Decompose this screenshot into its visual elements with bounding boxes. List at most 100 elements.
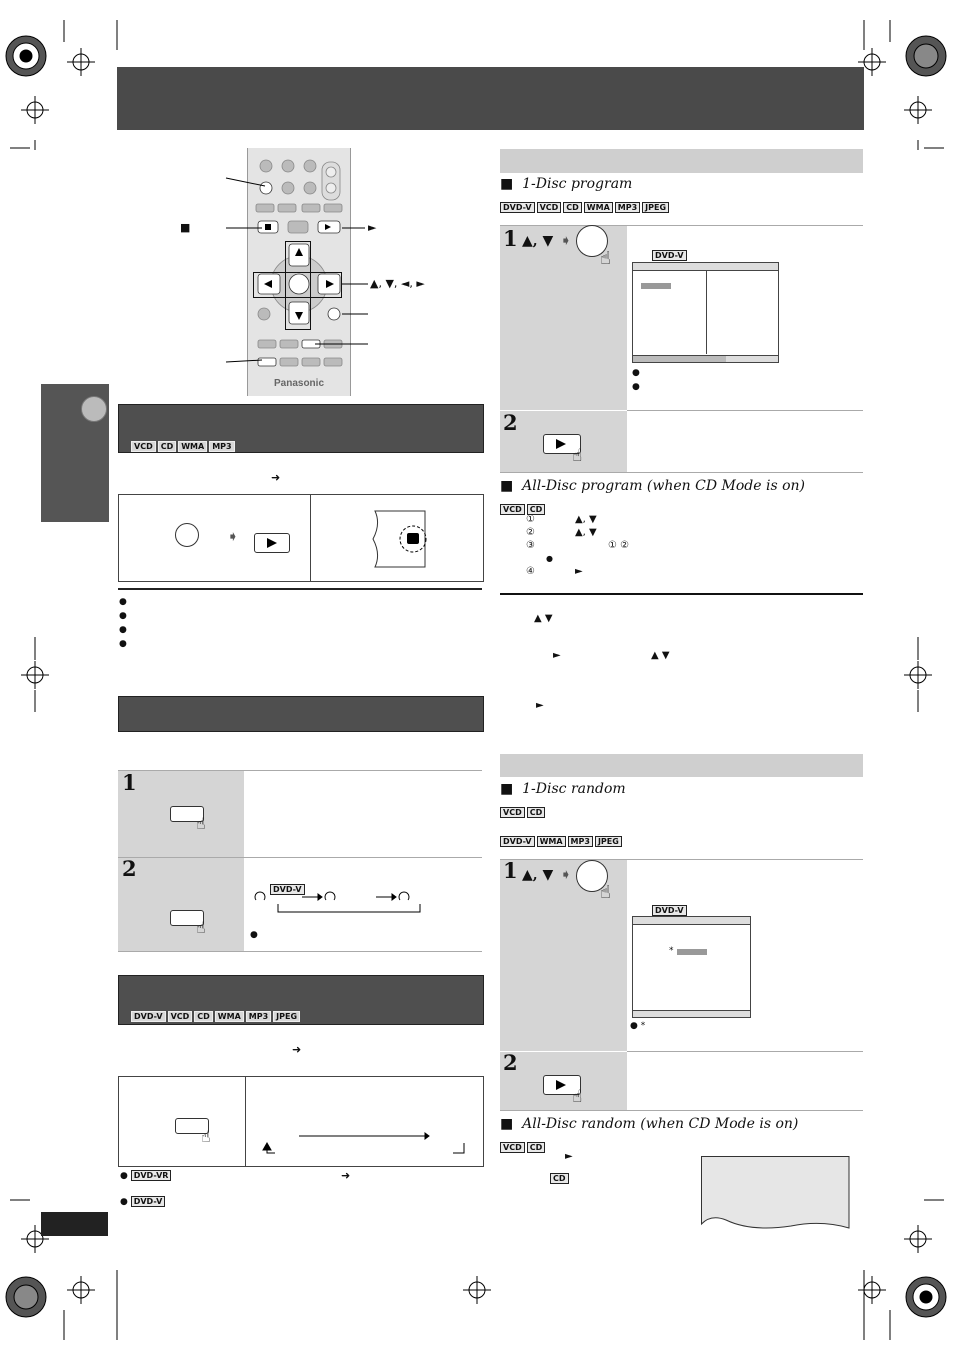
alldisc-step: ④►: [526, 565, 629, 578]
allrandom-play: ►: [565, 1151, 573, 1162]
tag: WMA: [583, 202, 613, 213]
tag: MP3: [567, 836, 593, 847]
play-button-icon: [543, 434, 581, 454]
hand-icon: ☝: [572, 446, 583, 466]
hand-icon: ☝: [600, 882, 611, 903]
tag: VCD: [500, 807, 525, 818]
hand-icon: ☝: [572, 1087, 583, 1107]
disc-icon: [81, 396, 107, 422]
divider: [500, 1110, 863, 1111]
section-header-2: [118, 696, 484, 732]
random-step-1-keys: ▲, ▼: [522, 867, 554, 883]
tag: VCD: [131, 441, 156, 452]
display-stop-icon: [372, 510, 427, 568]
divider: [500, 410, 627, 411]
page-header-bar: [117, 67, 864, 130]
arrow-right-icon: ➧: [560, 867, 572, 883]
asterisk: *: [640, 1021, 646, 1031]
random-title-text: 1-Disc random: [522, 781, 626, 797]
alldisc-title-text: All-Disc program (when CD Mode is on): [522, 478, 806, 494]
button-icon: [576, 225, 608, 257]
play-label: ►: [368, 221, 377, 234]
program-title: ■ 1-Disc program: [500, 176, 633, 192]
arrow-symbol: ➜: [271, 471, 281, 484]
note-keys-2: ▲ ▼: [651, 650, 670, 661]
tag: WMA: [536, 836, 566, 847]
tag: CD: [550, 1173, 569, 1184]
tag: CD: [563, 202, 582, 213]
program-step-1-number: 1: [503, 226, 518, 251]
tag: VCD: [500, 504, 525, 515]
divider: [118, 857, 482, 858]
step-2-number: 2: [122, 856, 137, 881]
torn-note-box: [701, 1156, 850, 1229]
allrandom-title: ■ All-Disc random (when CD Mode is on): [500, 1116, 799, 1132]
tag: MP3: [614, 202, 641, 213]
tag: WMA: [178, 441, 208, 452]
screen-footer: [633, 1010, 750, 1017]
divider: [627, 1051, 863, 1052]
allrandom-cd-tag: CD: [550, 1166, 571, 1185]
button-icon: [170, 806, 204, 822]
tag: DVD-V: [500, 202, 535, 213]
instruction-box-3: ☝: [118, 1076, 484, 1167]
divider: [627, 410, 863, 411]
divider: [118, 770, 482, 771]
random-screen: *: [632, 916, 751, 1018]
tag: DVD-V: [652, 250, 687, 261]
play-button-icon: [543, 1075, 581, 1095]
divider: [500, 472, 863, 473]
note-vr: ● DVD-VR: [120, 1170, 173, 1181]
hand-icon: ☝: [196, 814, 206, 833]
button-icon: [576, 860, 608, 892]
note-keys-1: ▲ ▼: [534, 613, 553, 624]
arrow-right-icon: ➧: [560, 233, 572, 249]
tag: DVD-VR: [130, 1170, 172, 1181]
divider: [118, 951, 482, 952]
tag: DVD-V: [270, 884, 305, 895]
arrows-label: ▲, ▼, ◄, ►: [370, 277, 425, 290]
divider: [500, 1051, 627, 1052]
step-keys: ▲, ▼: [574, 514, 597, 525]
instruction-box-1: ➧: [118, 494, 484, 582]
callout-lines: [225, 177, 368, 363]
tag: CD: [526, 1142, 546, 1153]
random-step-2-number: 2: [503, 1050, 518, 1075]
hand-icon: ☝: [201, 1127, 211, 1146]
hand-icon: ☝: [600, 248, 611, 269]
tag: JPEG: [642, 202, 670, 213]
divider: [500, 225, 863, 226]
random-step-1-tag: DVD-V: [652, 898, 689, 917]
step-marker: ①: [526, 514, 535, 525]
step-1-number: 1: [122, 770, 137, 795]
tag: JPEG: [273, 1011, 301, 1022]
program-step-1-keys: ▲, ▼: [522, 233, 554, 249]
tag: VCD: [536, 202, 562, 213]
button-icon: [175, 523, 199, 547]
arrow-keys-highlight: [253, 272, 342, 298]
random-step-1-number: 1: [503, 858, 518, 883]
tag: DVD-V: [500, 836, 535, 847]
step-marker: ③: [526, 540, 535, 551]
random-note: ● *: [630, 1021, 646, 1031]
note-play: ►: [536, 700, 544, 711]
tag: CD: [526, 504, 546, 515]
screen-highlight: [641, 283, 671, 289]
program-title-text: 1-Disc program: [522, 176, 633, 192]
tag: WMA: [214, 1011, 244, 1022]
arrow-symbol: ➜: [292, 1043, 302, 1056]
arrow-keys-highlight-vertical: [285, 241, 311, 330]
program-section-header: [500, 149, 863, 173]
divider: [500, 593, 863, 595]
divider: [118, 588, 482, 590]
